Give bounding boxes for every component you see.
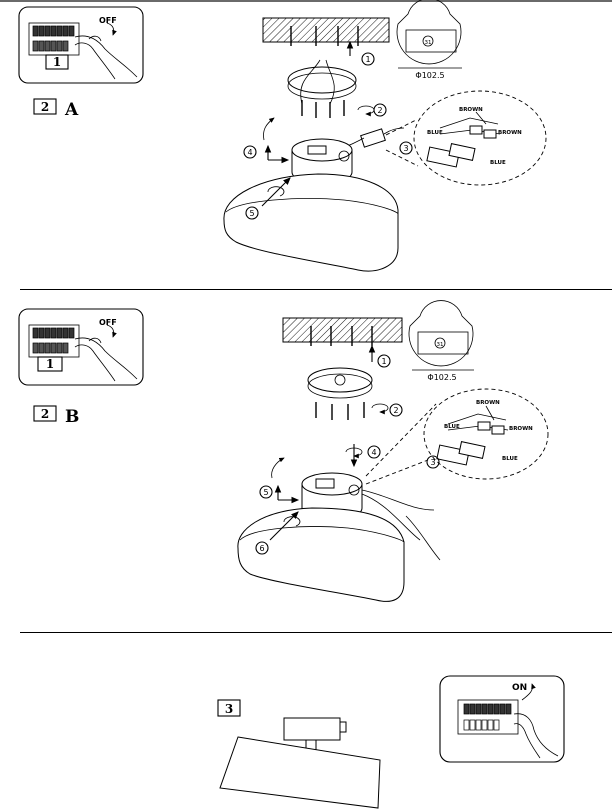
step-circle-2-label: 2 (377, 106, 382, 115)
wire-blue-label-b1: BLUE (444, 424, 460, 430)
ceiling-screws (290, 26, 359, 46)
step-2-label: 2 (41, 100, 49, 114)
switch-panel-off-a: OFF (19, 7, 143, 83)
wiring-detail-b (436, 405, 509, 466)
mount-plate-number-b: 31 (437, 342, 444, 348)
lamp-shade-b (237, 507, 405, 602)
ceiling-b (282, 317, 403, 343)
step-circle-3-label: 3 (403, 144, 408, 153)
step-1-label: 1 (53, 55, 61, 69)
step-circle-4-b (367, 445, 381, 459)
top-rule (0, 0, 612, 2)
wiring-callout-b (423, 388, 549, 480)
section-divider-1 (20, 289, 612, 290)
step-circle-3-b (426, 455, 440, 469)
wire-blue-label-a2: BLUE (490, 160, 506, 166)
step-circle-1 (361, 52, 375, 66)
wire-blue-label-a1: BLUE (427, 130, 443, 136)
ceiling (262, 17, 390, 43)
step-badge-1 (45, 54, 69, 70)
step-circle-1-label: 1 (365, 55, 370, 64)
driver-box (360, 128, 386, 148)
step-badge-1-b (37, 356, 63, 372)
step-badge-2-b (33, 405, 57, 422)
wire-brown-label-b2: BROWN (509, 426, 533, 432)
step-circle-4-label: 4 (247, 148, 252, 157)
step-badge-3 (217, 699, 241, 717)
lamp-shade (223, 173, 399, 272)
step-circle-3 (399, 141, 413, 155)
wiring-callout (413, 90, 547, 186)
diameter-label-b: Φ102.5 (427, 373, 456, 382)
section-b: OFF 1 2 B 1 31 Φ102.5 2 (19, 300, 549, 602)
step-circle-1-b-label: 1 (381, 357, 386, 366)
section-divider-2 (20, 632, 612, 633)
switch-panel-off-b: OFF (19, 309, 143, 385)
wire-brown-label-a1: BROWN (459, 107, 483, 113)
step-circle-5-b-label: 5 (263, 488, 268, 497)
switch-panel-on (439, 675, 565, 763)
step-circle-6-b-label: 6 (259, 544, 264, 553)
step-circle-2-b-label: 2 (393, 406, 398, 415)
step-3-label: 3 (225, 702, 233, 716)
mounting-plate-b (307, 367, 373, 393)
off-label: OFF (99, 16, 117, 25)
step-circle-5-label: 5 (249, 209, 254, 218)
mount-plate-number: 31 (425, 40, 432, 46)
off-label-b: OFF (99, 318, 117, 327)
step-badge-2 (33, 98, 57, 115)
step-circle-3-b-label: 3 (430, 458, 435, 467)
step-circle-6-b (255, 541, 269, 555)
wire-blue-label-b2: BLUE (502, 456, 518, 462)
canopy-final (283, 717, 341, 741)
lamp-shade-final (219, 736, 381, 809)
section-3: 3 ON (217, 675, 565, 809)
step-circle-2 (373, 103, 387, 117)
step-circle-2-b (389, 403, 403, 417)
diameter-label: Φ102.5 (415, 71, 444, 80)
on-label: ON (512, 683, 527, 693)
step-2-label-b: 2 (41, 407, 49, 421)
mount-plate-diagram-b: 31 Φ102.5 (408, 300, 474, 382)
variant-a-label: A (64, 100, 79, 120)
section-a: OFF 1 2 A 1 31 Φ102.5 (19, 0, 547, 272)
step-circle-5 (245, 206, 259, 220)
step-circle-5-b (259, 485, 273, 499)
mounting-plate (287, 66, 357, 94)
wiring-detail (426, 111, 501, 168)
step-circle-1-b (377, 354, 391, 368)
step-1-label-b: 1 (46, 357, 54, 371)
mount-plate-diagram: 31 Φ102.5 (396, 0, 462, 80)
step-circle-4 (243, 145, 257, 159)
wire-brown-label-a2: BROWN (498, 130, 522, 136)
step-circle-4-b-label: 4 (371, 448, 376, 457)
variant-b-label: B (65, 407, 79, 427)
wire-brown-label-b1: BROWN (476, 400, 500, 406)
